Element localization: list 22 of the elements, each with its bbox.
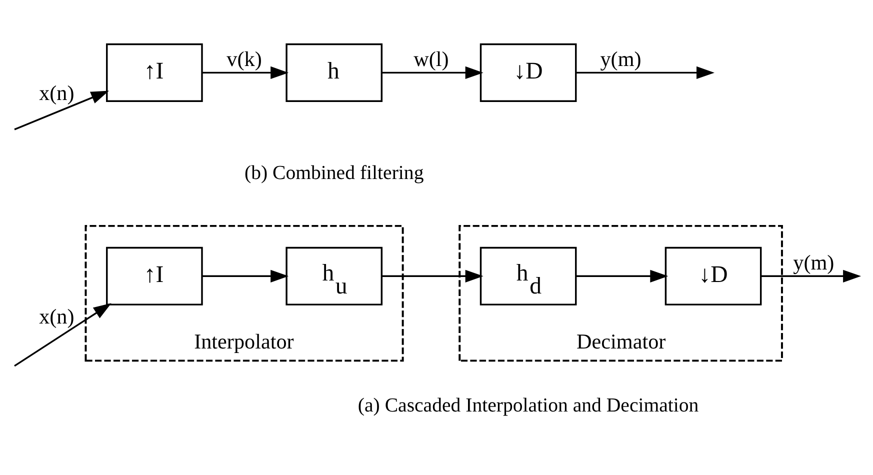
arrow [202,66,289,79]
label: (a) Cascaded Interpolation and Decimation [358,394,699,417]
arrow [382,270,484,282]
arrow [202,270,289,282]
edge-label: y(m) [793,250,834,274]
arrow [14,303,112,367]
arrow [14,90,109,130]
edge-label: w(l) [414,46,449,71]
node-box: h [286,43,383,102]
arrow [382,66,484,79]
edge-label: v(k) [226,46,262,71]
arrow [576,66,714,79]
node-box: ↑I [106,246,203,306]
edge-label: y(m) [600,46,642,71]
arrow [576,270,668,282]
edge-label: x(n) [39,81,74,106]
label: (b) Combined filtering [244,162,424,184]
edge-label: x(n) [39,304,74,328]
arrow [760,270,862,282]
node-box: ↑I [106,43,203,102]
node-box: ↓D [480,43,577,102]
node-box: ↓D [664,246,762,306]
